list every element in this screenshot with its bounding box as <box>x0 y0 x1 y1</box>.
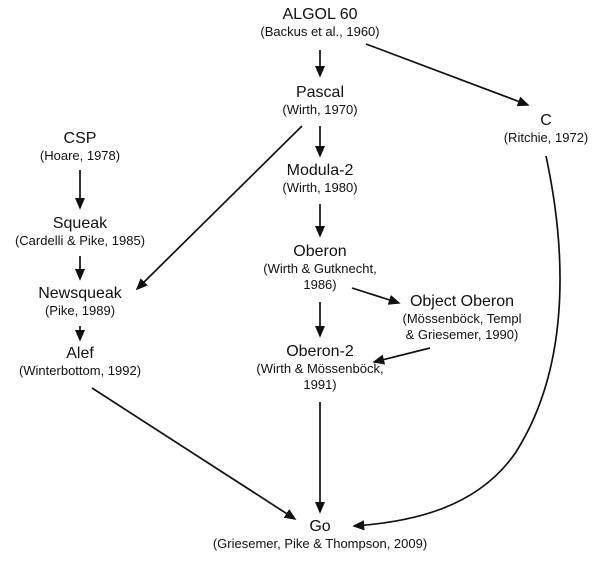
node-label: Modula-2 <box>286 162 354 179</box>
node-go: Go (Griesemer, Pike & Thompson, 2009) <box>213 518 427 552</box>
edge-algol60-c <box>365 43 530 107</box>
node-object-oberon: Object Oberon (Mössenböck, Templ & Gries… <box>403 293 522 343</box>
node-caption: (Cardelli & Pike, 1985) <box>14 233 146 249</box>
node-label: Go <box>309 518 331 535</box>
node-label: Oberon <box>293 243 347 260</box>
edge-c-go <box>352 155 561 531</box>
edge-alef-go <box>91 387 297 520</box>
edge-pascal-newsqueak <box>135 125 303 291</box>
edge-objectoberon-oberon2 <box>372 347 431 365</box>
node-label: C <box>540 112 552 129</box>
node-caption: (Griesemer, Pike & Thompson, 2009) <box>212 536 428 552</box>
node-caption: (Ritchie, 1972) <box>503 130 589 146</box>
node-caption: (Wirth, 1970) <box>282 102 358 118</box>
node-newsqueak: Newsqueak (Pike, 1989) <box>38 285 122 319</box>
node-csp: CSP (Hoare, 1978) <box>40 130 120 164</box>
node-alef: Alef (Winterbottom, 1992) <box>19 345 141 379</box>
node-caption: (Hoare, 1978) <box>39 148 121 164</box>
node-algol-60: ALGOL 60 (Backus et al., 1960) <box>260 6 379 40</box>
node-oberon: Oberon (Wirth & Gutknecht, 1986) <box>263 243 376 293</box>
node-caption: (Wirth & Mössenböck, 1991) <box>256 361 384 392</box>
node-label: CSP <box>63 130 97 147</box>
node-label: ALGOL 60 <box>282 6 358 23</box>
node-caption: (Backus et al., 1960) <box>260 24 380 40</box>
node-caption: (Wirth & Gutknecht, 1986) <box>263 261 377 292</box>
node-oberon-2: Oberon-2 (Wirth & Mössenböck, 1991) <box>256 343 383 393</box>
node-label: Pascal <box>295 84 345 101</box>
node-squeak: Squeak (Cardelli & Pike, 1985) <box>15 215 145 249</box>
edge-oberon-objectoberon <box>351 287 401 305</box>
node-caption: (Winterbottom, 1992) <box>18 363 142 379</box>
node-label: Alef <box>66 345 94 362</box>
node-pascal: Pascal (Wirth, 1970) <box>282 84 357 118</box>
node-label: Newsqueak <box>38 285 122 302</box>
node-label: Oberon-2 <box>286 343 354 360</box>
node-label: Object Oberon <box>409 293 515 310</box>
node-label: Squeak <box>52 215 108 232</box>
node-caption: (Pike, 1989) <box>44 303 116 319</box>
node-modula-2: Modula-2 (Wirth, 1980) <box>282 162 357 196</box>
node-c: C (Ritchie, 1972) <box>504 112 589 146</box>
node-caption: (Mössenböck, Templ & Griesemer, 1990) <box>402 311 522 342</box>
node-caption: (Wirth, 1980) <box>282 180 358 196</box>
